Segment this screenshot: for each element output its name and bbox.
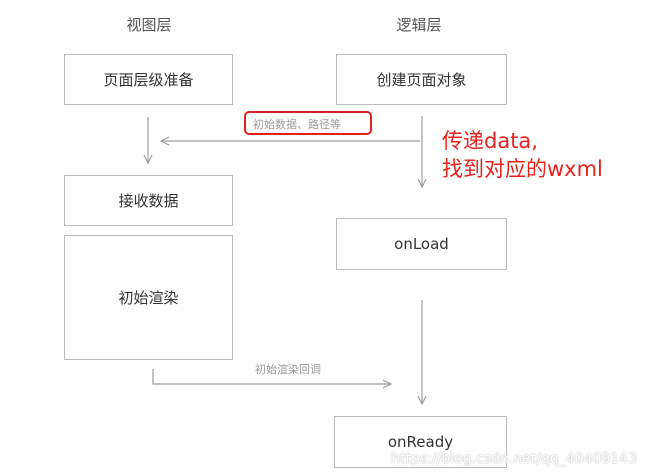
annotation-line-2: 找到对应的wxml <box>442 157 603 181</box>
lane-title-view: 视图层 <box>126 16 172 34</box>
node-onready: onReady <box>334 416 507 468</box>
node-onload: onLoad <box>336 218 507 270</box>
annotation-line-1: 传递data, <box>442 129 538 153</box>
node-prepare: 页面层级准备 <box>64 54 233 105</box>
node-create: 创建页面对象 <box>336 54 507 105</box>
edge-label-init-data: 初始数据、路径等 <box>253 118 341 131</box>
edge-label-render-callback: 初始渲染回调 <box>255 363 321 376</box>
node-receive: 接收数据 <box>64 175 233 226</box>
arrow-render-callback <box>152 369 391 384</box>
init-data-highlight <box>244 111 372 135</box>
watermark: https://blog.csdn.net/qq_40409143 <box>391 451 637 467</box>
lane-title-logic: 逻辑层 <box>396 16 442 34</box>
node-render: 初始渲染 <box>64 235 233 360</box>
